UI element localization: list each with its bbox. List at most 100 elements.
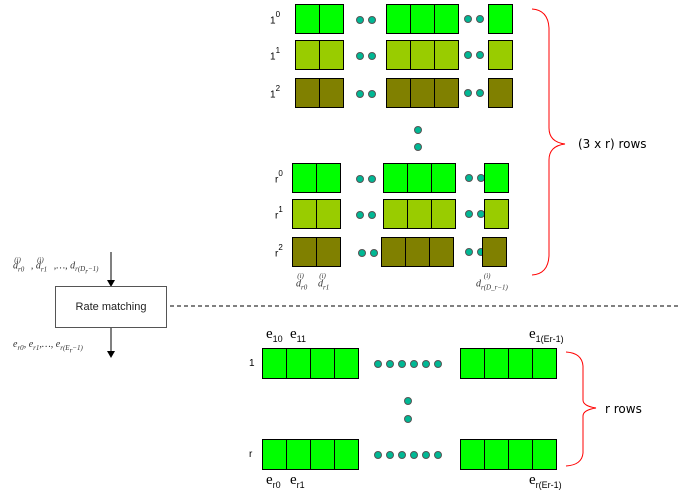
e-11-label: e11 xyxy=(290,326,307,344)
horizontal-ellipsis-dot xyxy=(464,51,472,59)
horizontal-ellipsis-dot xyxy=(465,174,473,182)
bit-cell xyxy=(488,4,513,34)
row-label: 10 xyxy=(270,10,281,26)
output-bit-cell xyxy=(484,348,509,379)
row-label-exponent: 2 xyxy=(278,243,283,252)
output-bit-cell xyxy=(310,439,335,470)
output-bit-cell xyxy=(334,348,359,379)
output-bit-cell xyxy=(262,439,287,470)
output-bit-cell xyxy=(532,348,557,379)
horizontal-ellipsis-dot xyxy=(410,451,418,459)
horizontal-ellipsis-dot xyxy=(464,15,472,23)
bit-cell xyxy=(434,40,459,70)
bit-cell xyxy=(431,199,456,229)
row-label: r2 xyxy=(275,243,283,260)
output-bit-cell xyxy=(262,348,287,379)
bit-cell xyxy=(410,4,435,34)
upper-brace-label: (3 x r) rows xyxy=(578,137,647,151)
rate-matching-block: Rate matching xyxy=(55,286,167,328)
horizontal-ellipsis-dot xyxy=(476,15,484,23)
input-arrow-head-icon xyxy=(107,280,115,287)
row-label-base: 1 xyxy=(270,51,276,63)
vertical-ellipsis-dot xyxy=(404,415,412,423)
bit-cell xyxy=(386,78,411,108)
bit-cell xyxy=(429,237,454,267)
horizontal-ellipsis-dot xyxy=(368,52,376,60)
output-sequence-label: er0, er1,…, er(Er−1) xyxy=(13,339,83,355)
d-r1-label: dr1(i) xyxy=(318,272,330,292)
bit-cell xyxy=(319,78,344,108)
vertical-ellipsis-dot xyxy=(414,143,422,151)
bit-cell xyxy=(431,163,456,193)
bit-cell xyxy=(484,199,509,229)
bit-cell xyxy=(407,199,432,229)
horizontal-ellipsis-dot xyxy=(465,248,473,256)
horizontal-ellipsis-dot xyxy=(356,52,364,60)
output-bit-cell xyxy=(286,439,311,470)
horizontal-ellipsis-dot xyxy=(356,175,364,183)
e-r1-label: er1 xyxy=(290,472,305,490)
output-bit-cell xyxy=(460,348,485,379)
bit-cell xyxy=(410,40,435,70)
row-label-base: r xyxy=(275,248,279,260)
row-label-exponent: 0 xyxy=(275,10,281,19)
output-bit-cell xyxy=(508,439,533,470)
horizontal-ellipsis-dot xyxy=(386,360,394,368)
bit-cell xyxy=(383,163,408,193)
e-r0-label: er0 xyxy=(266,472,281,490)
bit-cell xyxy=(292,199,317,229)
horizontal-ellipsis-dot xyxy=(398,451,406,459)
bit-cell xyxy=(316,199,341,229)
horizontal-ellipsis-dot xyxy=(368,16,376,24)
horizontal-ellipsis-dot xyxy=(368,211,376,219)
input-sequence-label: dr0(i), dr1(i),…, dr(Dr−1) xyxy=(13,256,99,276)
d-last-label: dr(D_r−1)(i) xyxy=(476,272,508,292)
output-bit-cell xyxy=(508,348,533,379)
vertical-ellipsis-dot xyxy=(404,397,412,405)
horizontal-ellipsis-dot xyxy=(386,451,394,459)
row-label: 12 xyxy=(270,84,280,101)
row-label: r0 xyxy=(275,169,283,186)
lower-brace-icon xyxy=(565,351,597,467)
horizontal-ellipsis-dot xyxy=(374,451,382,459)
bit-cell xyxy=(386,4,411,34)
bit-cell xyxy=(316,163,341,193)
output-row-label: 1 xyxy=(249,358,255,369)
bit-cell xyxy=(295,40,320,70)
bit-cell xyxy=(484,163,509,193)
output-arrow-head-icon xyxy=(107,351,115,358)
bit-cell xyxy=(434,78,459,108)
bit-cell xyxy=(434,4,459,34)
horizontal-ellipsis-dot xyxy=(374,360,382,368)
horizontal-ellipsis-dot xyxy=(368,90,376,98)
row-label-exponent: 1 xyxy=(278,205,283,214)
output-bit-cell xyxy=(532,439,557,470)
horizontal-ellipsis-dot xyxy=(464,89,472,97)
vertical-ellipsis-dot xyxy=(414,126,422,134)
row-label-base: r xyxy=(275,174,279,186)
output-row-label: r xyxy=(249,449,253,460)
bit-cell xyxy=(295,78,320,108)
e-1-last-label: e1(Er-1) xyxy=(529,326,564,344)
horizontal-ellipsis-dot xyxy=(358,249,366,257)
e-10-label: e10 xyxy=(266,326,283,344)
horizontal-ellipsis-dot xyxy=(356,90,364,98)
bit-cell xyxy=(292,237,317,267)
row-label-exponent: 1 xyxy=(275,46,281,55)
horizontal-ellipsis-dot xyxy=(356,16,364,24)
output-bit-cell xyxy=(310,348,335,379)
row-label-base: 1 xyxy=(270,89,276,101)
output-bit-cell xyxy=(460,439,485,470)
horizontal-ellipsis-dot xyxy=(434,360,442,368)
horizontal-ellipsis-dot xyxy=(422,360,430,368)
bit-cell xyxy=(383,199,408,229)
horizontal-ellipsis-dot xyxy=(398,360,406,368)
bit-cell xyxy=(319,40,344,70)
bit-cell xyxy=(405,237,430,267)
output-bit-cell xyxy=(334,439,359,470)
horizontal-ellipsis-dot xyxy=(476,89,484,97)
output-bit-cell xyxy=(286,348,311,379)
bit-cell xyxy=(316,237,341,267)
horizontal-ellipsis-dot xyxy=(465,210,473,218)
